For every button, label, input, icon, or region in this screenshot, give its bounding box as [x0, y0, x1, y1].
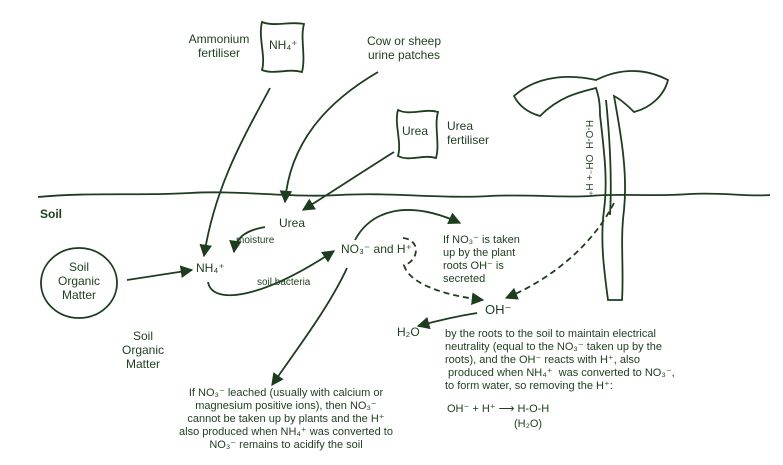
- dashed-arrow-plant-to-oh: [504, 202, 615, 300]
- soil-label: Soil: [40, 207, 63, 221]
- arrow-urine-to-urea: [279, 71, 379, 204]
- nitrate-leaching-note: If NO₃⁻ leached (usually with calcium or…: [179, 387, 393, 451]
- water-equation: OH⁻ + H⁺ ⟶ H-O-H: [447, 403, 550, 415]
- arrow-no3-leached: [271, 267, 348, 387]
- water-equation-subscript: (H₂O): [514, 418, 543, 430]
- roots-neutrality-note: by the roots to the soil to maintain ele…: [445, 328, 675, 392]
- nitrate-uptake-note: If NO₃⁻ is taken up by the plant roots O…: [443, 234, 520, 285]
- soil-bacteria-label: soil bacteria: [257, 277, 311, 288]
- soil-surface-line: [37, 191, 771, 198]
- ammonium-fertiliser-label: Ammonium fertiliser: [188, 32, 250, 60]
- arrow-no3-to-plant-note: [354, 209, 462, 241]
- arrow-urea-fertiliser-to-urea: [301, 151, 395, 211]
- arrow-urea-to-nh4: [229, 226, 266, 254]
- urea-fertiliser-box-label: Urea: [402, 124, 429, 138]
- dashed-arrow-h-to-oh: [402, 237, 485, 305]
- arrow-oh-to-h2o: [416, 312, 478, 330]
- moisture-label: moisture: [236, 235, 275, 246]
- urea-fertiliser-label: Urea fertiliser: [447, 119, 490, 147]
- cow-sheep-urine-label: Cow or sheep urine patches: [366, 34, 442, 62]
- h2o-label: H₂O: [397, 325, 420, 339]
- urea-label: Urea: [279, 216, 306, 230]
- soil-organic-matter-label: Soil Organic Matter: [121, 329, 165, 371]
- nh4-fertiliser-box-label: NH₄⁺: [269, 38, 298, 52]
- no3-and-h-label: NO₃⁻ and H⁺: [341, 242, 412, 256]
- arrow-nh4-to-no3: [207, 250, 336, 297]
- soil-organic-matter-oval-label: Soil Organic Matter: [57, 260, 101, 302]
- plant-root-label: H-O-H OH⁻+ H⁺: [583, 120, 594, 196]
- arrow-som-to-nh4: [126, 265, 194, 281]
- oh-label: OH⁻: [485, 302, 512, 317]
- plant-shape: [512, 70, 670, 301]
- nh4-label: NH₄⁺: [196, 261, 225, 275]
- soil-organic-matter-oval: [40, 247, 118, 319]
- urea-fertiliser-box: [395, 108, 440, 160]
- arrow-nh4-fertiliser-to-nh4: [199, 87, 271, 258]
- nh4-fertiliser-box: [259, 20, 306, 74]
- plant-stem-line: [605, 99, 612, 216]
